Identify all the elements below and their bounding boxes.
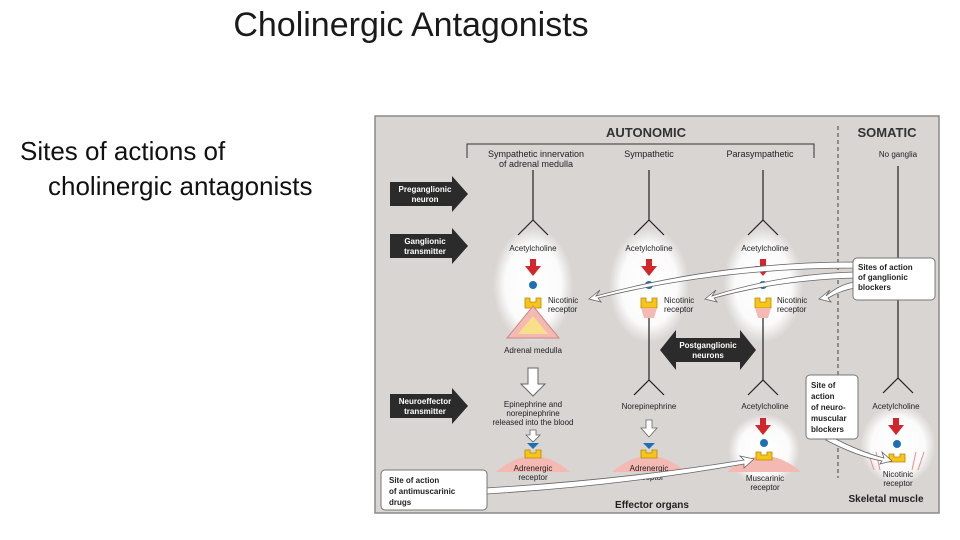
col-adrenal-line1: Sympathetic innervation (488, 149, 584, 159)
adrenal-medulla-shape (505, 305, 561, 339)
ganglion-cell-bodies (641, 308, 771, 318)
antimuscarinic-line3: drugs (389, 498, 412, 507)
nm-blockers-line4: muscular (811, 414, 847, 423)
adrenergic-label-2a: Adrenergic (630, 464, 669, 473)
ach-skeletal: Acetylcholine (872, 402, 920, 411)
preganglionic-arrow: Preganglionic neuron (390, 176, 468, 212)
ganglionic-blockers-line1: Sites of action (858, 263, 913, 272)
ganglionic-blocker-arrows (588, 261, 856, 303)
nicotinic-label-para-2: receptor (777, 305, 807, 314)
skeletal-nicotinic-label-1: Nicotinic (883, 470, 913, 479)
ganglionic-blockers-line3: blockers (858, 283, 891, 292)
nicotinic-label-symp-1: Nicotinic (664, 296, 694, 305)
svg-text:neurons: neurons (692, 351, 724, 360)
nm-blockers-line2: action (811, 392, 835, 401)
svg-text:Postganglionic: Postganglionic (679, 341, 737, 350)
neuromuscular-blocker-arrow (825, 435, 893, 465)
antimuscarinic-line1: Site of action (389, 476, 439, 485)
col-no-ganglia: No ganglia (879, 150, 918, 159)
nicotinic-label-symp-2: receptor (664, 305, 694, 314)
effector-ach-dots (760, 439, 901, 448)
ach-parasympathetic: Acetylcholine (741, 244, 789, 253)
slide-title: Cholinergic Antagonists (233, 6, 589, 44)
col-parasympathetic: Parasympathetic (726, 149, 794, 159)
ganglionic-arrow: Ganglionic transmitter (390, 228, 468, 264)
bullet-line-1: Sites of actions of (20, 136, 226, 166)
antimuscarinic-box (380, 469, 488, 511)
bullet-text: Sites of actions of cholinergic antagoni… (20, 134, 313, 204)
muscarinic-label-1: Muscarinic (746, 474, 784, 483)
svg-text:Neuroeffector: Neuroeffector (399, 397, 451, 406)
preganglionic-neurons (517, 166, 914, 394)
muscarinic-label-2: receptor (750, 483, 780, 492)
autonomic-bracket (466, 143, 815, 158)
ach-sympathetic: Acetylcholine (625, 244, 673, 253)
skeletal-nicotinic-label-2: receptor (883, 479, 913, 488)
svg-text:Ganglionic: Ganglionic (404, 237, 446, 246)
skeletal-muscle-receptor (867, 451, 925, 471)
ganglionic-blockers-box (852, 257, 936, 301)
svg-text:neuron: neuron (411, 195, 438, 204)
adrenergic-receptor-marks (527, 443, 655, 449)
bullet-line-2: cholinergic antagonists (48, 171, 313, 201)
neuromuscular-blockers-box (805, 374, 859, 440)
nicotinic-label-adrenal-2: receptor (548, 305, 578, 314)
somatic-header: SOMATIC (858, 125, 918, 140)
adrenal-release-arrow (519, 367, 547, 397)
nm-blockers-line5: blockers (811, 425, 844, 434)
autonomic-header: AUTONOMIC (606, 125, 687, 140)
skeletal-muscle-label: Skeletal muscle (848, 494, 923, 505)
antimuscarinic-line2: of antimuscarinic (389, 487, 456, 496)
neuroeffector-arrow: Neuroeffector transmitter (390, 388, 468, 424)
nm-blockers-line3: of neuro- (811, 403, 846, 412)
epi-line2: norepinephrine (506, 409, 560, 418)
norepinephrine-label: Norepinephrine (622, 402, 677, 411)
ach-muscarinic: Acetylcholine (741, 402, 789, 411)
adrenergic-label-1b: receptor (518, 473, 548, 482)
nm-blockers-line1: Site of (811, 381, 836, 390)
ach-adrenal: Acetylcholine (509, 244, 557, 253)
adrenal-medulla-label: Adrenal medulla (504, 346, 562, 355)
cholinergic-antagonist-diagram: AUTONOMIC SOMATIC Sympathetic innervatio… (374, 115, 940, 514)
col-sympathetic: Sympathetic (624, 149, 674, 159)
effector-organs-label: Effector organs (615, 500, 689, 511)
svg-text:transmitter: transmitter (404, 247, 446, 256)
epi-line3: released into the blood (493, 418, 574, 427)
effector-receptor-cups (524, 449, 773, 461)
svg-text:transmitter: transmitter (404, 407, 446, 416)
antimuscarinic-arrow (485, 455, 755, 495)
col-adrenal-line2: of adrenal medulla (499, 159, 573, 169)
nicotinic-label-para-1: Nicotinic (777, 296, 807, 305)
epi-line1: Epinephrine and (504, 400, 562, 409)
effector-white-arrows (525, 419, 658, 443)
postganglionic-neuron-lines (633, 318, 779, 396)
svg-text:Preganglionic: Preganglionic (399, 185, 452, 194)
ganglionic-blockers-line2: of ganglionic (858, 273, 908, 282)
effector-red-arrows (755, 418, 904, 435)
nicotinic-label-adrenal-1: Nicotinic (548, 296, 578, 305)
postganglionic-double-arrow: Postganglionic neurons (660, 330, 756, 370)
adrenergic-label-1a: Adrenergic (514, 464, 553, 473)
